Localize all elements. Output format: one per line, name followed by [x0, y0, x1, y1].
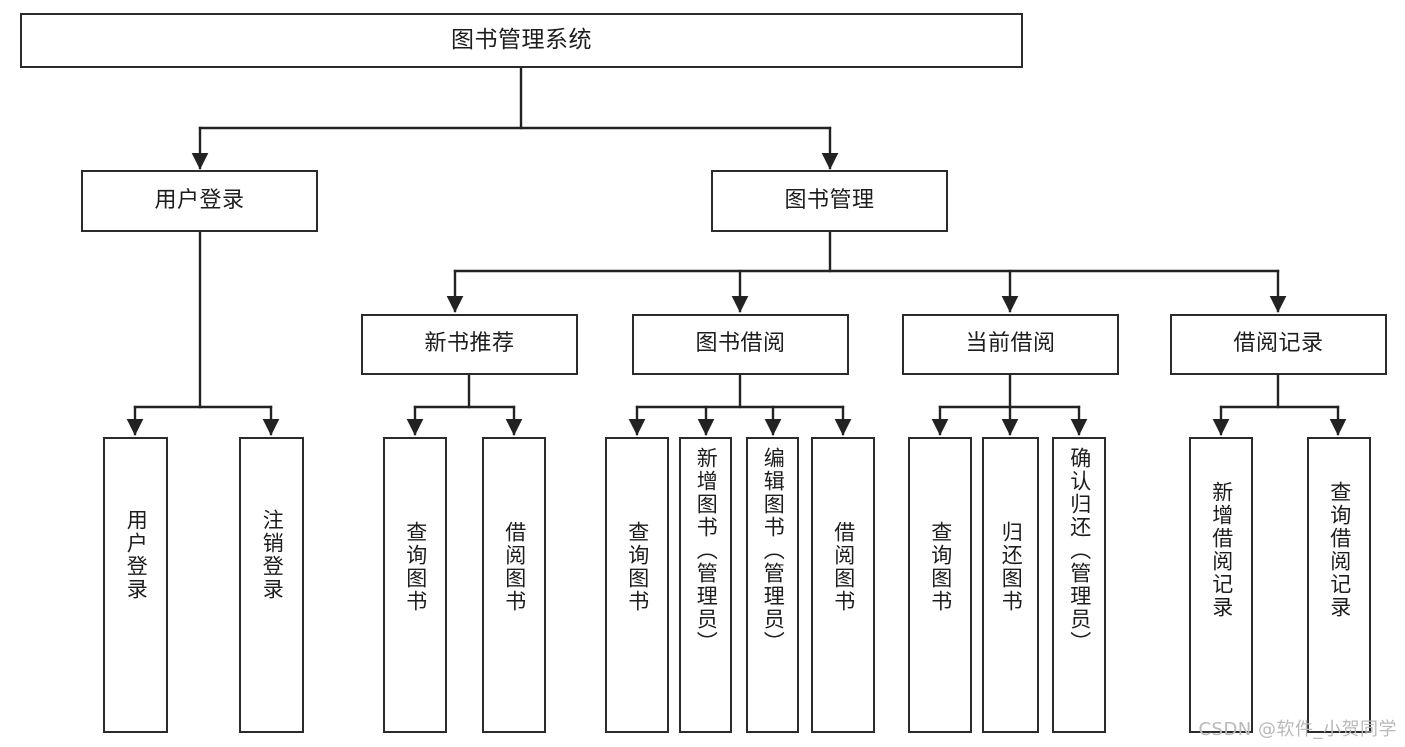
node-leaf-query-record-label: 查询借阅记录	[1327, 481, 1352, 619]
node-leaf-query-book-3[interactable]: 查询图书	[908, 437, 972, 733]
node-current-borrow-label: 当前借阅	[965, 331, 1056, 357]
node-current-borrow[interactable]: 当前借阅	[902, 314, 1119, 375]
node-leaf-logout[interactable]: 注销登录	[239, 437, 304, 733]
node-root-label: 图书管理系统	[451, 26, 592, 53]
node-leaf-add-record-label: 新增借阅记录	[1209, 481, 1234, 619]
csdn-watermark: CSDN @软件_小贺同学	[1198, 719, 1397, 740]
node-leaf-add-book-label: 新增图书（管理员）	[694, 447, 719, 654]
node-leaf-query-book-3-label: 查询图书	[928, 521, 953, 613]
node-leaf-query-book-2[interactable]: 查询图书	[605, 437, 669, 733]
node-leaf-borrow-book-2[interactable]: 借阅图书	[811, 437, 875, 733]
node-borrow-record-label: 借阅记录	[1233, 331, 1324, 357]
node-leaf-query-book-1-label: 查询图书	[403, 521, 428, 613]
node-borrow-record[interactable]: 借阅记录	[1170, 314, 1387, 375]
node-leaf-logout-label: 注销登录	[260, 509, 285, 601]
node-leaf-edit-book[interactable]: 编辑图书（管理员）	[746, 437, 799, 733]
node-leaf-query-book-1[interactable]: 查询图书	[383, 437, 447, 733]
node-leaf-borrow-book-1-label: 借阅图书	[502, 521, 527, 613]
node-leaf-return-book-label: 归还图书	[999, 521, 1024, 613]
node-leaf-borrow-book-2-label: 借阅图书	[831, 521, 856, 613]
node-leaf-confirm-return[interactable]: 确认归还（管理员）	[1052, 437, 1106, 733]
node-leaf-add-record[interactable]: 新增借阅记录	[1189, 437, 1253, 733]
node-leaf-add-book[interactable]: 新增图书（管理员）	[679, 437, 732, 733]
node-new-book-recommend[interactable]: 新书推荐	[361, 314, 578, 375]
node-user-login-label: 用户登录	[154, 187, 245, 213]
node-book-manage-label: 图书管理	[784, 187, 875, 213]
node-leaf-user-login[interactable]: 用户登录	[103, 437, 168, 733]
node-leaf-borrow-book-1[interactable]: 借阅图书	[482, 437, 546, 733]
node-leaf-return-book[interactable]: 归还图书	[982, 437, 1039, 733]
node-leaf-query-record[interactable]: 查询借阅记录	[1307, 437, 1371, 733]
node-leaf-confirm-return-label: 确认归还（管理员）	[1067, 447, 1092, 654]
node-book-borrow[interactable]: 图书借阅	[632, 314, 849, 375]
node-leaf-user-login-label: 用户登录	[124, 509, 149, 601]
node-new-book-recommend-label: 新书推荐	[424, 331, 515, 357]
node-root[interactable]: 图书管理系统	[20, 13, 1023, 68]
node-book-borrow-label: 图书借阅	[695, 331, 786, 357]
node-leaf-edit-book-label: 编辑图书（管理员）	[761, 447, 786, 654]
node-book-manage[interactable]: 图书管理	[711, 170, 948, 232]
node-leaf-query-book-2-label: 查询图书	[625, 521, 650, 613]
node-user-login[interactable]: 用户登录	[81, 170, 318, 232]
